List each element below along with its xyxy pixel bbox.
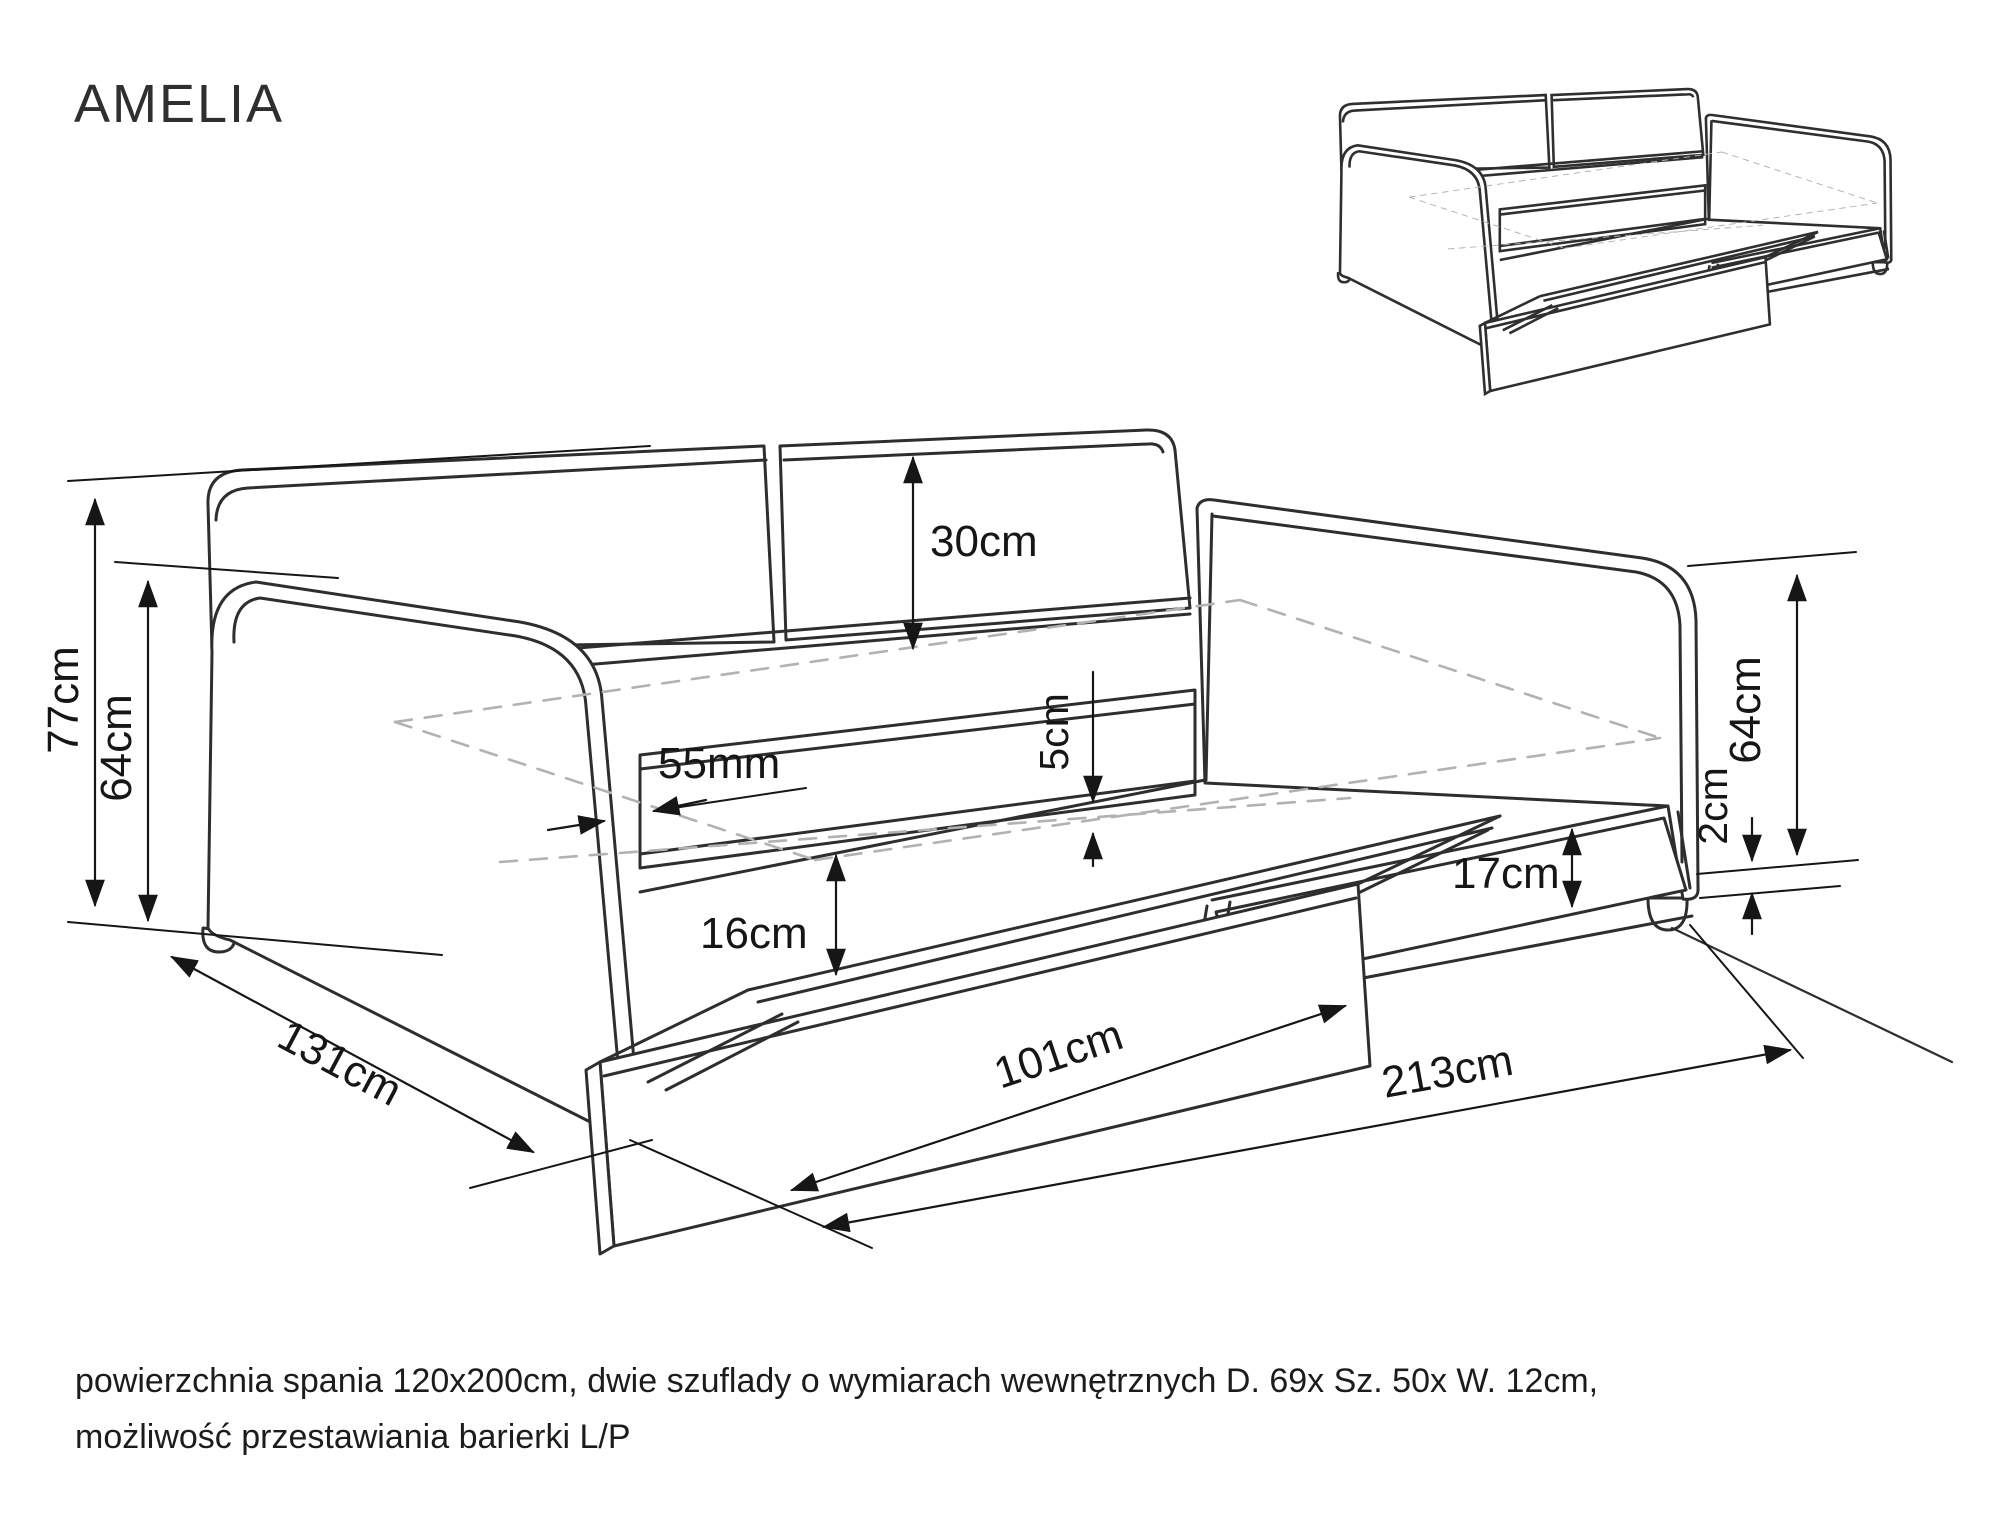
dimline-213 bbox=[821, 1044, 1793, 1233]
open-drawer-left-wall-top bbox=[598, 988, 750, 1064]
ext-64l-top bbox=[114, 561, 339, 579]
guard-rail-face bbox=[638, 688, 1197, 870]
seat-back-edge bbox=[478, 596, 1192, 658]
dim-label-64cm-right: 64cm bbox=[1721, 656, 1770, 764]
leader-55 bbox=[653, 787, 807, 812]
footer-line-1: powierzchnia spania 120x200cm, dwie szuf… bbox=[75, 1362, 1598, 1400]
hidden-deck-front-edge bbox=[813, 736, 1662, 862]
dimension-panel-thickness: 55mm bbox=[546, 739, 807, 835]
headboard-cushion-left-piping bbox=[214, 458, 768, 522]
hidden-mattress-outline bbox=[393, 598, 1662, 864]
dimension-side-height-left: 64cm bbox=[92, 561, 339, 923]
main-drawing: 77cm 64cm 30cm 5cm bbox=[39, 428, 1954, 1256]
deck-front-edge bbox=[638, 778, 1207, 894]
dim-label-5cm: 5cm bbox=[1031, 693, 1077, 770]
ext-64r-top bbox=[1687, 551, 1857, 567]
ground-lines bbox=[1670, 926, 1954, 1064]
dim-label-55mm: 55mm bbox=[658, 739, 780, 788]
left-panel-face bbox=[206, 580, 642, 1141]
open-drawer-left-cap bbox=[584, 1060, 616, 1256]
dim-label-213cm: 213cm bbox=[1378, 1036, 1517, 1108]
bed-thumbnail bbox=[1336, 87, 1893, 396]
headboard-cushion-right-piping bbox=[782, 442, 1165, 462]
dimension-total-height: 77cm bbox=[39, 445, 651, 956]
ext-131-right bbox=[469, 1139, 653, 1189]
dim-label-77cm: 77cm bbox=[39, 646, 88, 754]
right-panel-front-corner bbox=[1676, 810, 1692, 890]
open-drawer-floor-left-a bbox=[646, 1012, 784, 1084]
right-panel-face bbox=[1195, 498, 1700, 901]
dim-label-131cm: 131cm bbox=[270, 1011, 410, 1116]
dim-label-30cm: 30cm bbox=[930, 517, 1038, 566]
open-drawer-front-piping bbox=[602, 896, 1358, 1078]
open-drawer-right-wall-inner bbox=[1346, 828, 1490, 900]
dim-label-16cm: 16cm bbox=[700, 909, 808, 958]
hidden-deck-right-edge bbox=[1238, 598, 1662, 740]
dim-label-64cm-left: 64cm bbox=[92, 694, 141, 802]
dim-label-17cm: 17cm bbox=[1452, 849, 1560, 898]
open-drawer-back-wall-inner bbox=[756, 826, 1494, 1004]
right-panel-foot bbox=[1646, 896, 1689, 932]
ext-77-top bbox=[67, 445, 651, 482]
guard-rail-top-piping bbox=[638, 702, 1197, 771]
left-panel-piping bbox=[232, 596, 624, 1110]
dimension-side-height-right: 64cm bbox=[1687, 551, 1859, 875]
ext-64r-bottom bbox=[1696, 859, 1859, 875]
open-drawer-floor-left-b bbox=[664, 1020, 800, 1092]
ext-213-right bbox=[1689, 924, 1804, 1059]
dimension-rail-gap: 5cm bbox=[1031, 670, 1103, 868]
right-panel-piping bbox=[1211, 514, 1684, 864]
hidden-mattress-bottom bbox=[498, 796, 1352, 864]
dim-label-2cm: 2cm bbox=[1690, 767, 1736, 844]
open-drawer-back-wall-top bbox=[746, 814, 1502, 992]
hidden-deck-left-edge bbox=[393, 720, 817, 862]
page-title: AMELIA bbox=[74, 74, 284, 134]
dimension-floor-clearance: 2cm bbox=[1690, 767, 1841, 936]
open-drawer-right-wall-top bbox=[1356, 814, 1502, 886]
right-panel-left-edge bbox=[1204, 512, 1214, 782]
dimension-drawer-front: 17cm bbox=[1452, 827, 1582, 909]
dimline-131 bbox=[170, 955, 535, 1154]
ground-line-right bbox=[1670, 926, 1954, 1064]
ext-2-lower bbox=[1699, 885, 1841, 899]
headboard-cushion-right bbox=[778, 428, 1192, 642]
dimension-headboard-height: 30cm bbox=[903, 455, 1038, 651]
seat-back-edge-lower bbox=[498, 612, 1192, 674]
dimension-base-front: 16cm bbox=[700, 853, 846, 977]
ext-77-bottom bbox=[67, 921, 443, 956]
left-side-panel bbox=[201, 580, 642, 1162]
footer-line-2: możliwość przestawiania barierki L/P bbox=[75, 1418, 631, 1456]
arrow-55-left bbox=[546, 815, 607, 835]
hidden-deck-back-edge bbox=[393, 598, 1242, 724]
